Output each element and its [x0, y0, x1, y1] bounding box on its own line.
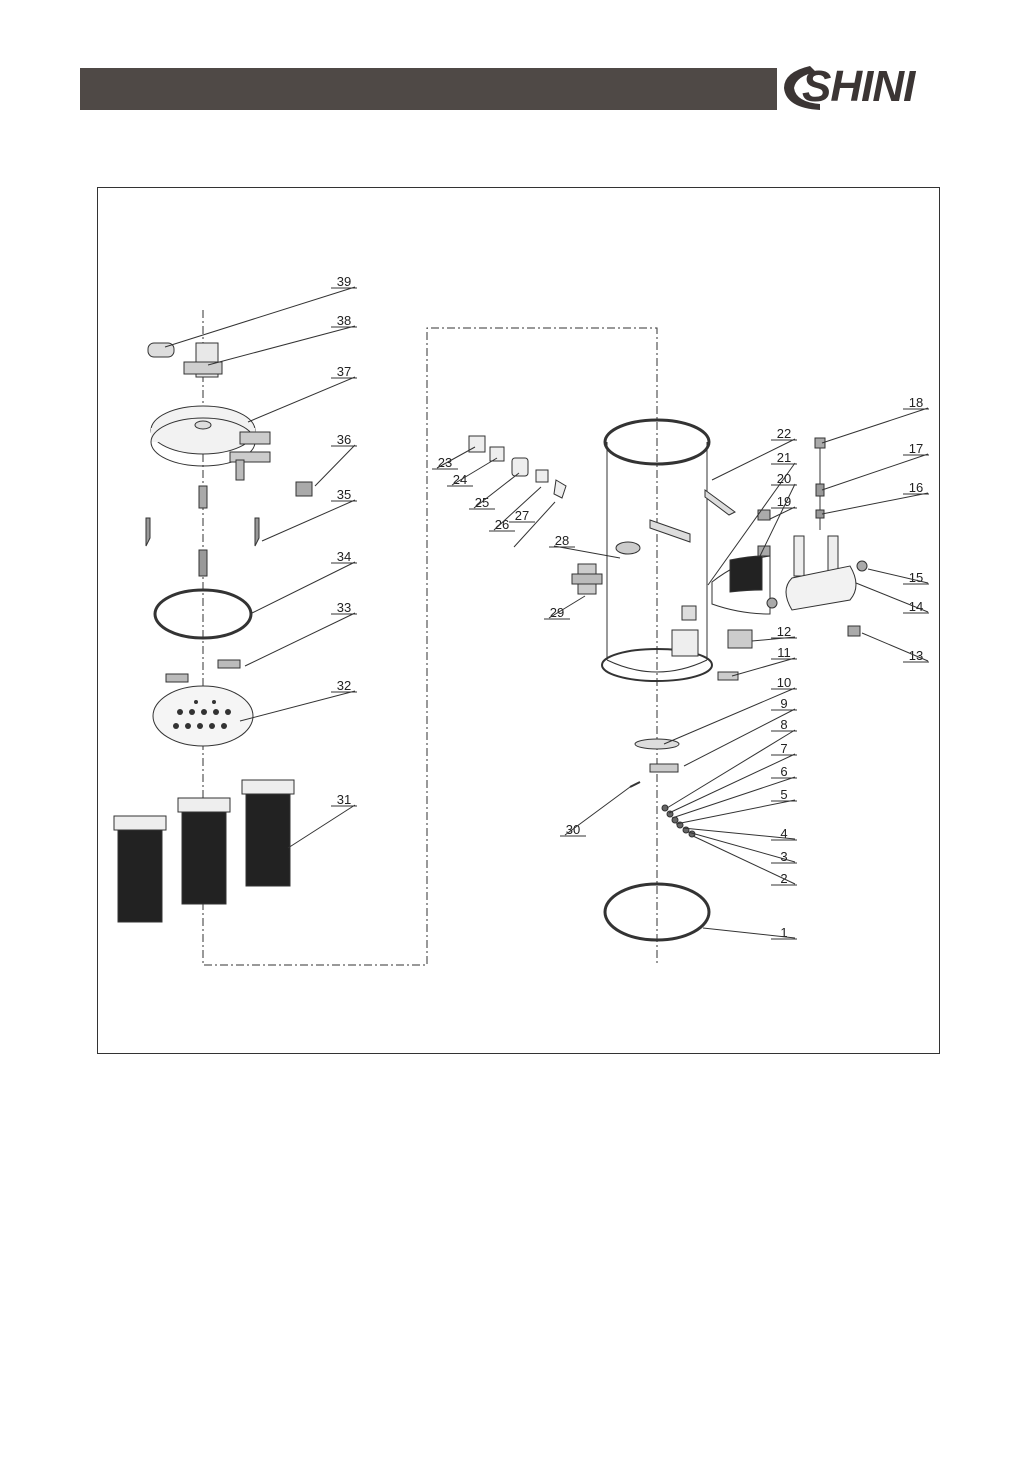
leader-line	[288, 805, 355, 848]
filter-cartridges	[114, 780, 294, 922]
part-15-icon	[857, 561, 867, 571]
part-24-icon	[490, 447, 504, 461]
leader-line	[240, 691, 355, 721]
leader-line	[822, 493, 928, 514]
leader-line	[822, 408, 928, 443]
leader-line	[683, 828, 795, 839]
part-20-icon	[730, 556, 762, 592]
part-35-icon	[146, 518, 150, 546]
leader-line	[262, 500, 355, 541]
part-27-icon	[554, 480, 566, 498]
part-label: 1	[780, 925, 787, 940]
leader-line	[245, 613, 355, 666]
part-label: 14	[909, 599, 923, 614]
part-label: 7	[780, 741, 787, 756]
part-label: 31	[337, 792, 351, 807]
air-parts	[469, 436, 602, 594]
part-label: 35	[337, 487, 351, 502]
part-9-icon	[650, 764, 678, 772]
leader-line	[676, 800, 795, 824]
part-label: 15	[909, 570, 923, 585]
part-25-icon	[512, 458, 528, 476]
part-label: 33	[337, 600, 351, 615]
leader-line	[856, 583, 928, 612]
part-label: 8	[780, 717, 787, 732]
part-label: 3	[780, 849, 787, 864]
part-12-icon	[728, 630, 752, 648]
part-label: 4	[780, 826, 787, 841]
part-label: 21	[777, 450, 791, 465]
part-label: 12	[777, 624, 791, 639]
part-label: 17	[909, 441, 923, 456]
part-label: 32	[337, 678, 351, 693]
part-label: 20	[777, 471, 791, 486]
leader-line	[248, 377, 355, 422]
part-label: 36	[337, 432, 351, 447]
hopper-body	[602, 420, 735, 681]
part-33-icon	[218, 660, 240, 668]
part-32-icon	[153, 686, 253, 746]
part-13-icon	[848, 626, 860, 636]
leader-line	[862, 633, 928, 661]
leader-line	[554, 546, 620, 558]
part-label: 22	[777, 426, 791, 441]
part-26-icon	[536, 470, 548, 482]
leader-line	[315, 445, 355, 486]
part-11-icon	[718, 672, 738, 680]
leader-line	[664, 688, 795, 744]
part-23-icon	[469, 436, 485, 452]
part-label: 9	[780, 696, 787, 711]
leader-line	[565, 787, 630, 835]
part-31-icon	[114, 816, 166, 830]
leader-line	[474, 473, 519, 508]
lid-assembly	[146, 343, 312, 746]
leader-line	[688, 832, 795, 862]
leader-line	[208, 326, 355, 365]
part-label: 11	[777, 645, 791, 660]
part-label: 39	[337, 274, 351, 289]
part-label: 23	[438, 455, 452, 470]
part-label: 18	[909, 395, 923, 410]
part-36-icon	[296, 482, 312, 496]
part-label: 16	[909, 480, 923, 495]
part-label: 38	[337, 313, 351, 328]
leader-line	[732, 658, 795, 676]
part-label: 10	[777, 675, 791, 690]
part-label: 34	[337, 549, 351, 564]
leader-line	[684, 709, 795, 766]
leader-line	[165, 287, 355, 347]
part-label: 29	[550, 605, 564, 620]
part-label: 5	[780, 787, 787, 802]
part-label: 37	[337, 364, 351, 379]
part-label: 24	[453, 472, 467, 487]
sensor-parts	[767, 438, 867, 636]
part-label: 26	[495, 517, 509, 532]
part-label: 28	[555, 533, 569, 548]
part-label: 6	[780, 764, 787, 779]
screen-parts	[712, 510, 770, 680]
part-label: 27	[515, 508, 529, 523]
part-label: 19	[777, 494, 791, 509]
part-30-icon	[630, 782, 640, 787]
